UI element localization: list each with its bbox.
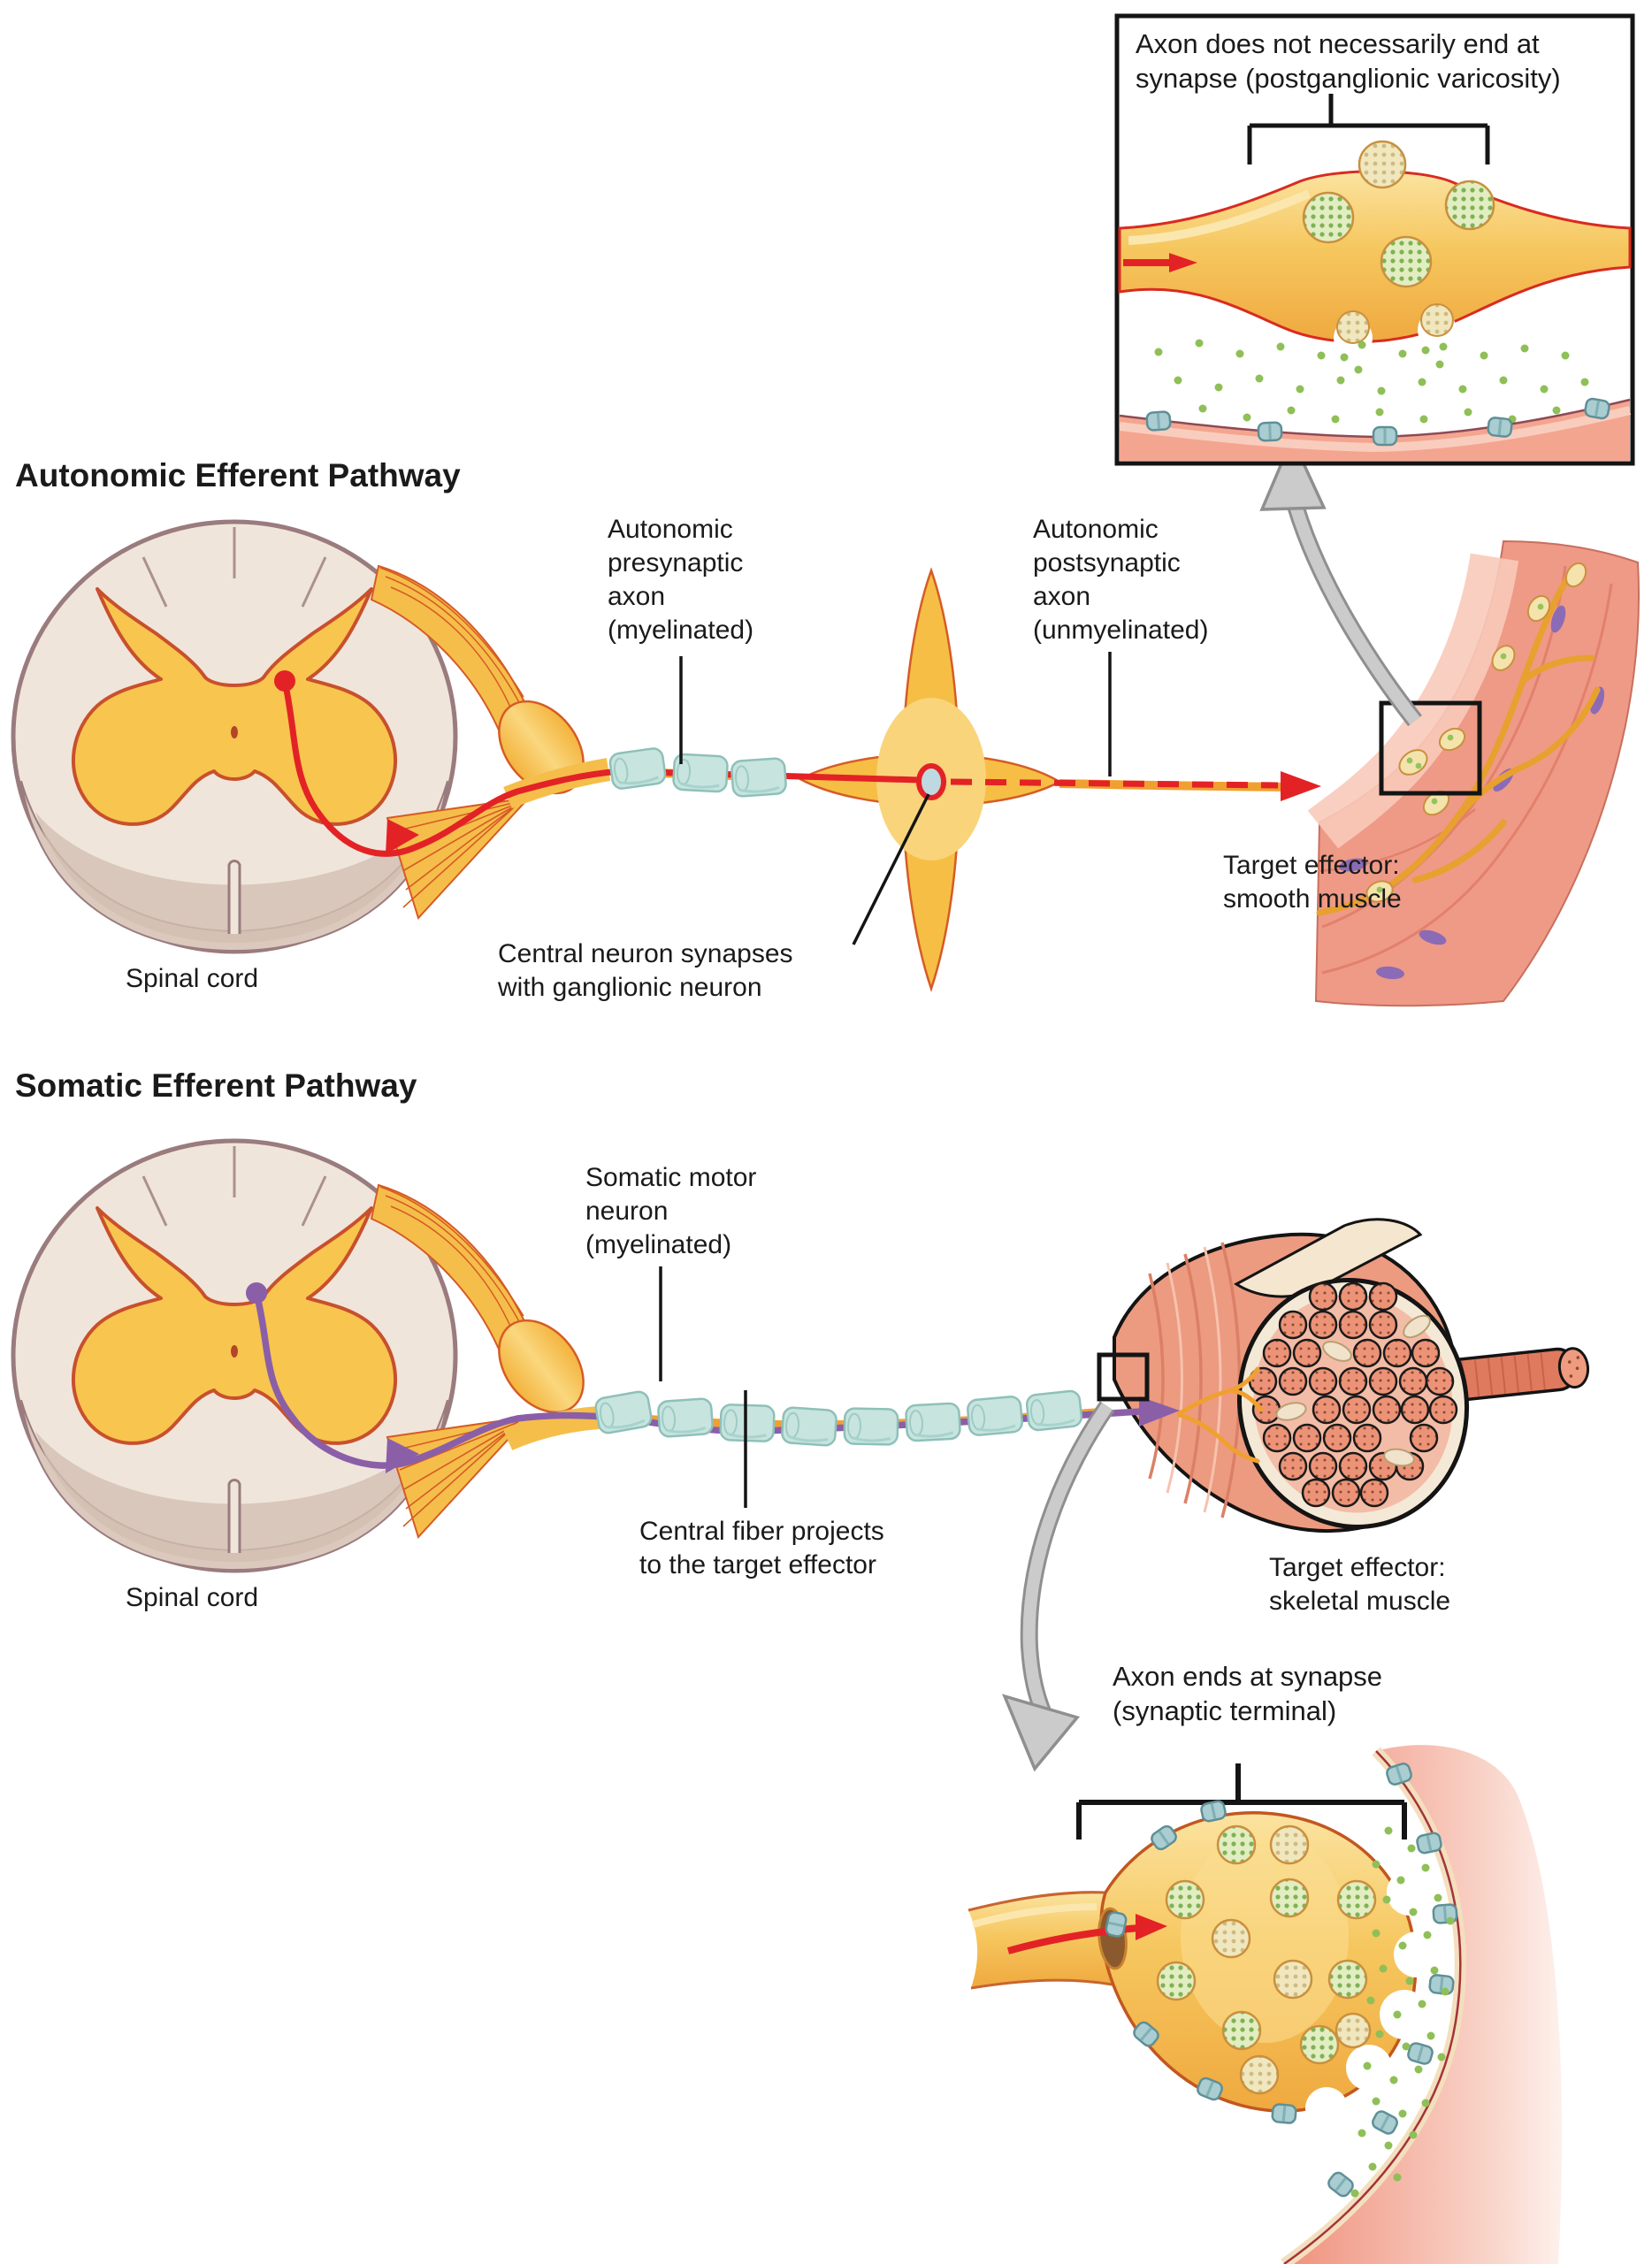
varicosity-dots: [1376, 603, 1544, 893]
muscle-membrane-bottom: [1281, 1745, 1563, 2264]
nmj-zoom-rectangle: [1097, 1352, 1150, 1402]
label-somatic-motor-neuron: Somatic motor neuron (myelinated): [585, 1163, 757, 1259]
label-spinal-cord-somatic: Spinal cord: [126, 1583, 259, 1612]
label-pointer-lines: [659, 652, 1112, 1508]
label-target-effector-smooth-muscle: Target effector: smooth muscle: [1223, 851, 1402, 914]
heading-somatic-efferent-pathway: Somatic Efferent Pathway: [15, 1067, 417, 1104]
varicosity-axon: [1118, 140, 1632, 357]
label-autonomic-presynaptic-axon: Autonomic presynaptic axon (myelinated): [608, 515, 754, 645]
somatic-pathway-artwork: [13, 1141, 1590, 1772]
synaptic-terminal-caption: Axon ends at synapse (synaptic terminal): [1113, 1661, 1383, 1726]
heading-autonomic-efferent-pathway: Autonomic Efferent Pathway: [15, 457, 461, 493]
varicosity-target-membrane: [1119, 396, 1632, 461]
somatic-motor-axon: [246, 1282, 1264, 1473]
varicosity-bracket: [1247, 94, 1490, 164]
skeletal-muscle-single-fiber: [1442, 1347, 1590, 1402]
terminal-bracket: [1076, 1763, 1407, 1840]
label-autonomic-postsynaptic-axon: Autonomic postsynaptic axon (unmyelinate…: [1033, 515, 1209, 645]
axon-terminal-bulb: [967, 1799, 1440, 2130]
autonomic-postsynaptic-axon: [916, 763, 1321, 801]
mitochondria: [1275, 1314, 1431, 1467]
label-central-fiber-projects: Central fiber projects to the target eff…: [639, 1517, 884, 1579]
neurotransmitter-cloud-varicosity: [1154, 339, 1601, 448]
zoom-arrow-to-varicosity-inset: [1259, 434, 1422, 727]
varicosity-inset-caption: Axon does not necessarily end at synapse…: [1136, 28, 1561, 94]
smooth-muscle: [1307, 539, 1641, 1007]
smooth-muscle-nerve-fibers: [1316, 566, 1601, 916]
label-target-effector-skeletal-muscle: Target effector: skeletal muscle: [1269, 1553, 1451, 1616]
autonomic-presynaptic-axon: [274, 670, 921, 857]
zoom-arrow-to-terminal-inset: [1001, 1401, 1115, 1772]
autonomic-neuron-cell-body: [274, 670, 295, 692]
somatic-neuron-cell-body: [246, 1282, 267, 1304]
skeletal-muscle-fascia-flap: [1234, 1218, 1423, 1298]
ganglionic-synapse: [916, 763, 946, 800]
label-spinal-cord-autonomic: Spinal cord: [126, 964, 259, 993]
skeletal-muscle: [1113, 1218, 1590, 1533]
neurotransmitter-cloud-terminal: [1350, 1826, 1455, 2198]
varicosity-inset-artwork: [1114, 13, 1635, 466]
autonomic-pathway-artwork: [13, 434, 1641, 1007]
synaptic-vesicles: [1156, 1824, 1377, 2095]
synaptic-terminal-inset-artwork: [967, 1745, 1563, 2264]
neuromuscular-terminal-branches: [1177, 1366, 1264, 1464]
smooth-muscle-zoom-rectangle: [1379, 700, 1482, 796]
label-central-neuron-synapses: Central neuron synapses with ganglionic …: [498, 939, 793, 1002]
muscle-fiber-bundle: [1248, 1281, 1458, 1508]
